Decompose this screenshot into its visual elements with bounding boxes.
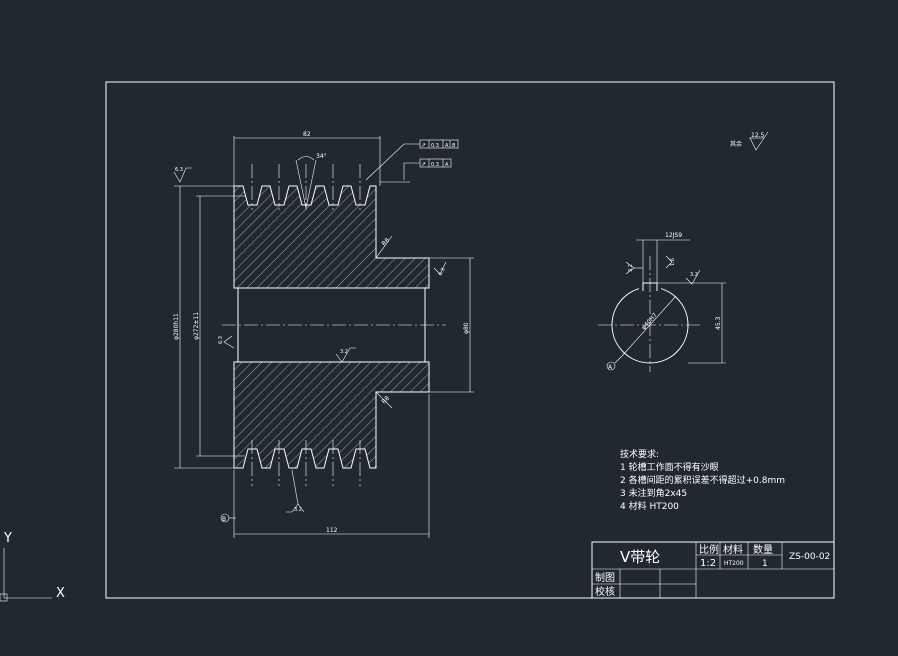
dim-pitch-diameter: φ272±11 — [193, 312, 200, 340]
datum-a-marker: A — [606, 355, 623, 371]
svg-text:3.2: 3.2 — [690, 272, 698, 278]
title-quantity-label: 数量 — [753, 543, 773, 556]
lower-section-hatch — [233, 361, 430, 469]
drawing-number: ZS-00-02 — [789, 552, 830, 562]
svg-text:3.2: 3.2 — [628, 264, 634, 272]
dim-key-width: 12JS9 — [665, 232, 682, 239]
tech-requirement-1: 1 轮槽工作面不得有沙眼 — [620, 461, 719, 473]
svg-text:A: A — [445, 162, 449, 168]
tolerance-frame-runout-ab: ↗ 0.3 A B — [365, 139, 459, 181]
title-checked-label: 校核 — [595, 585, 615, 598]
title-drawn-label: 制图 — [595, 571, 615, 584]
tolerance-frame-runout-a: ↗ 0.3 A — [380, 158, 452, 183]
end-view: 12JS9 45.3 φ40H7 A 3.2 1.6 3.2 — [598, 232, 726, 372]
datum-b-marker: B — [220, 513, 236, 523]
ucs-y-label: Y — [3, 531, 12, 546]
tech-requirements: 技术要求: 1 轮槽工作面不得有沙眼 2 各槽间距的累积误差不得超过+0.8mm… — [620, 448, 785, 512]
fillet-bottom-label: R8 — [380, 395, 391, 406]
svg-text:6.3: 6.3 — [438, 267, 447, 277]
general-roughness-note: 其余 12.5 — [730, 131, 769, 151]
dim-bore-diameter: φ40H7 — [640, 312, 659, 332]
svg-text:3.2: 3.2 — [294, 507, 302, 513]
title-scale-label: 比例 — [699, 543, 719, 556]
svg-text:A: A — [608, 364, 613, 371]
part-name-title: V带轮 — [620, 548, 660, 566]
dim-key-depth: 45.3 — [715, 316, 722, 330]
tech-requirement-4: 4 材料 HT200 — [620, 500, 679, 512]
roughness-key-side: 3.2 — [625, 261, 643, 275]
general-roughness-value: 12.5 — [751, 132, 765, 139]
svg-text:↗: ↗ — [421, 161, 426, 168]
roughness-symbol-groove-bottom: 3.2 — [286, 469, 305, 513]
dim-bottom-width: 112 — [326, 527, 338, 534]
ucs-icon: Y X — [0, 531, 65, 602]
svg-text:↗: ↗ — [421, 142, 426, 149]
roughness-symbol-hub-face: 6.3 — [433, 261, 447, 277]
roughness-key-right: 3.2 — [685, 269, 701, 285]
fillet-top-label: R8 — [380, 237, 391, 248]
roughness-key-top: 1.6 — [665, 255, 676, 269]
title-material-label: 材料 — [723, 543, 743, 556]
title-material-value: HT200 — [724, 560, 744, 567]
title-block: V带轮 比例 材料 数量 1:2 HT200 1 ZS-00-02 制图 校核 — [591, 541, 835, 599]
roughness-symbol-top-left: 6.3 — [173, 167, 192, 183]
svg-text:6.3: 6.3 — [175, 167, 183, 173]
general-roughness-label: 其余 — [730, 140, 742, 148]
upper-section-hatch — [233, 185, 430, 289]
section-view: 34° 82 112 φ280h11 φ272±11 φ80 R8 R8 — [173, 131, 474, 538]
svg-text:A: A — [445, 143, 449, 149]
groove-angle-label: 34° — [316, 153, 327, 160]
svg-text:0.3: 0.3 — [431, 143, 439, 149]
svg-text:6.3: 6.3 — [218, 336, 224, 344]
ucs-x-label: X — [56, 586, 65, 601]
svg-text:0.3: 0.3 — [431, 162, 439, 168]
dim-top-width: 82 — [303, 131, 311, 138]
tech-requirements-heading: 技术要求: — [620, 448, 659, 460]
svg-text:3.2: 3.2 — [340, 349, 348, 355]
tech-requirement-2: 2 各槽间距的累积误差不得超过+0.8mm — [620, 474, 785, 486]
title-quantity-value: 1 — [762, 559, 768, 569]
svg-text:1.6: 1.6 — [670, 258, 676, 266]
dim-hub-diameter: φ80 — [463, 322, 470, 334]
roughness-symbol-bore: 3.2 — [335, 347, 356, 363]
dim-outer-diameter: φ280h11 — [173, 313, 180, 340]
roughness-symbol-left-face: 6.3 — [218, 335, 235, 349]
tech-requirement-3: 3 未注到角2x45 — [620, 487, 687, 499]
svg-text:B: B — [452, 143, 456, 149]
svg-text:B: B — [222, 516, 226, 523]
drawing-border — [105, 81, 835, 599]
title-scale-value: 1:2 — [700, 558, 716, 569]
